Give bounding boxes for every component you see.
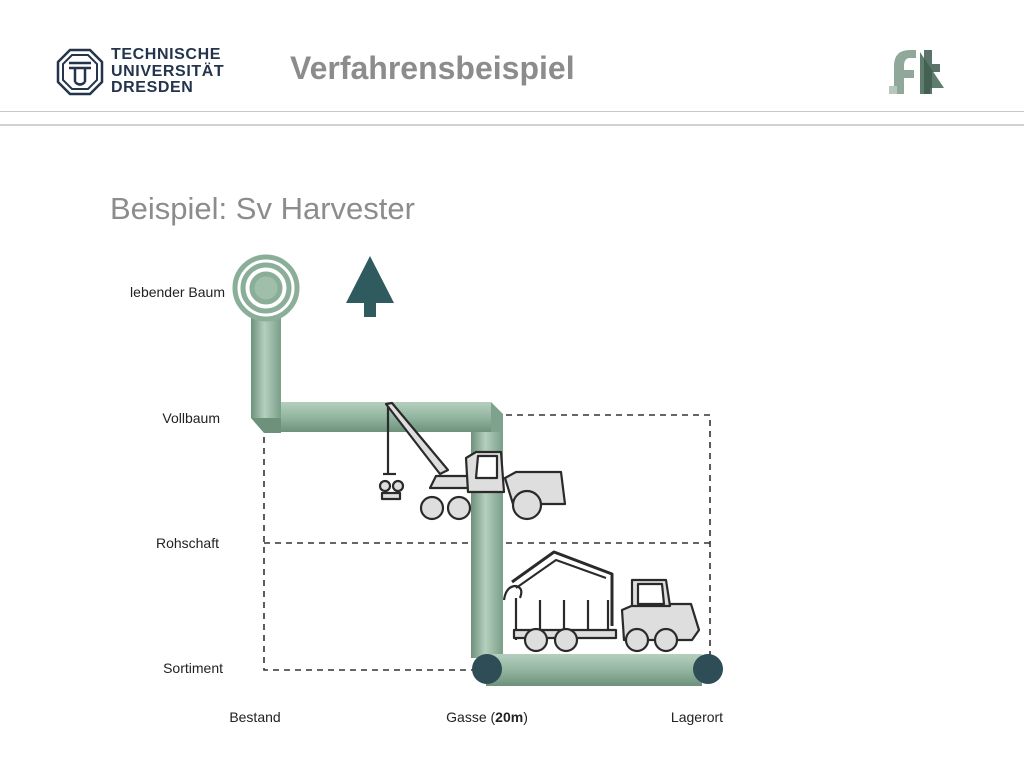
ft-logo-icon — [889, 50, 944, 94]
tree-icon — [346, 256, 394, 317]
page-title: Verfahrensbeispiel — [290, 50, 575, 86]
row-label-rohschaft: Rohschaft — [155, 535, 219, 551]
forwarder-icon — [502, 550, 701, 653]
row-label-lebender-baum: lebender Baum — [130, 284, 225, 300]
header-rule-secondary — [0, 124, 1024, 126]
lagerort-node — [693, 654, 723, 684]
header-rule — [0, 111, 1024, 112]
start-node — [232, 254, 300, 322]
row-label-vollbaum: Vollbaum — [162, 410, 220, 426]
logo-line: DRESDEN — [111, 79, 194, 96]
harvester-icon — [378, 401, 567, 521]
gasse-prefix: Gasse ( — [446, 709, 496, 725]
column-label-gasse: Gasse (20m) — [387, 709, 587, 725]
tud-logo-icon — [56, 48, 104, 96]
logo-line: TECHNISCHE — [111, 46, 222, 63]
gasse-node — [472, 654, 502, 684]
column-label-lagerort: Lagerort — [670, 709, 724, 725]
gasse-distance: 20m — [495, 709, 524, 725]
university-name: TECHNISCHE UNIVERSITÄT DRESDEN — [111, 46, 225, 97]
slide-subtitle: Beispiel: Sv Harvester — [110, 191, 415, 226]
gasse-suffix: ) — [523, 709, 528, 725]
row-label-sortiment: Sortiment — [163, 660, 223, 676]
column-label-bestand: Bestand — [229, 709, 281, 725]
logo-line: UNIVERSITÄT — [111, 62, 225, 80]
